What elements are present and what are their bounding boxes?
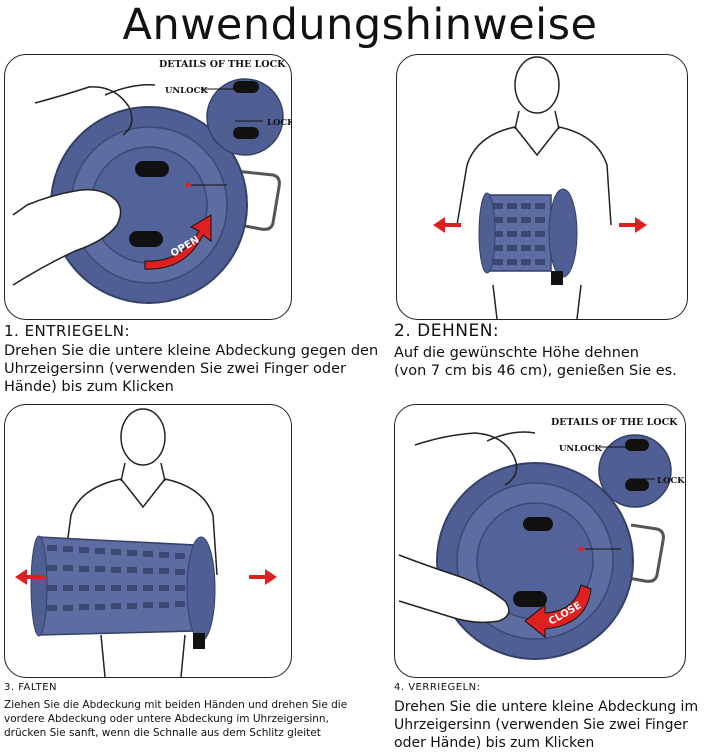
unlock-label: UNLOCK: [165, 86, 208, 96]
step2-description: Auf die gewünschte Höhe dehnen (von 7 cm…: [394, 345, 677, 379]
step3-illustration-panel: [4, 404, 292, 678]
lock-label-4: LOCK: [657, 476, 685, 486]
lock-label: LOCK: [267, 118, 291, 128]
step3-illustration: [15, 408, 277, 677]
lock-details-heading: DETAILS OF THE LOCK: [159, 59, 286, 70]
step1-illustration: OPEN DETAILS OF THE LOCK UNLOCK LOCK: [12, 59, 291, 304]
step3-description: Ziehen Sie die Abdeckung mit beiden Händ…: [4, 699, 348, 739]
unlock-label-4: UNLOCK: [559, 444, 602, 454]
page-title: Anwendungshinweise: [122, 0, 598, 50]
step4-illustration: CLOSE DETAILS OF THE LOCK UNLOCK LOCK: [398, 417, 685, 660]
step2-heading: 2. DEHNEN:: [394, 321, 500, 341]
step2-illustration-panel: [396, 54, 688, 320]
lock-details-heading-4: DETAILS OF THE LOCK: [551, 417, 678, 428]
step4-heading: 4. VERRIEGELN:: [394, 682, 481, 693]
step4-description: Drehen Sie die untere kleine Abdeckung i…: [394, 699, 699, 751]
step4-illustration-panel: CLOSE DETAILS OF THE LOCK UNLOCK LOCK: [394, 404, 686, 678]
step2-illustration: [433, 56, 647, 319]
step1-description: Drehen Sie die untere kleine Abdeckung g…: [4, 343, 379, 395]
step1-illustration-panel: OPEN DETAILS OF THE LOCK UNLOCK LOCK: [4, 54, 292, 320]
step3-heading: 3. FALTEN: [4, 682, 57, 693]
step1-heading: 1. ENTRIEGELN:: [4, 322, 130, 340]
